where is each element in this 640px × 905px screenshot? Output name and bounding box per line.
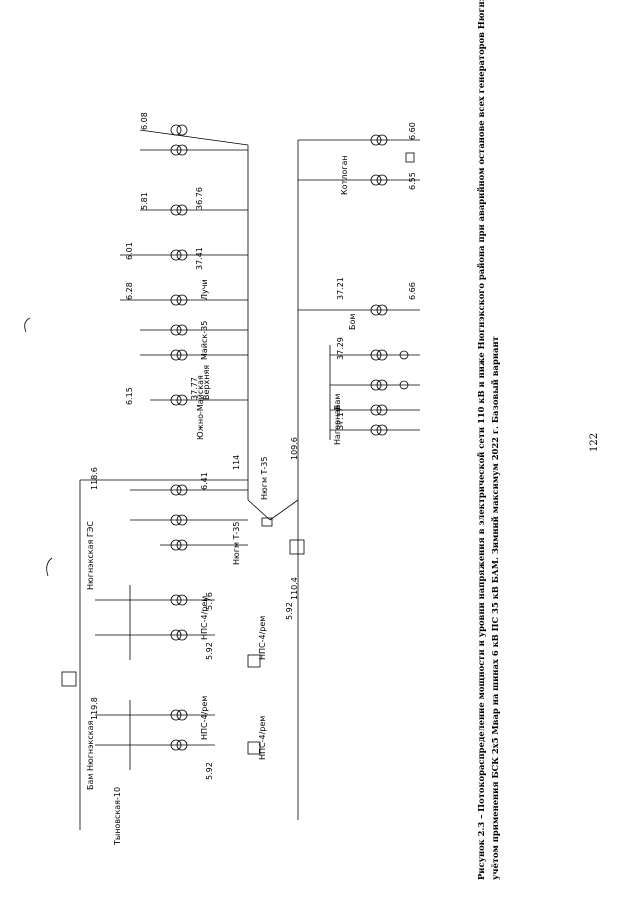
branch-group-right	[298, 134, 420, 440]
voltage-label: 36.76	[195, 187, 204, 210]
label-nps-2: НПС-4/рем	[258, 715, 267, 760]
voltage-label: 5.92	[205, 762, 214, 780]
crop-mark	[24, 317, 31, 333]
figure-caption-line2: учётом применения БСК 2х5 Мвар на шинах …	[490, 336, 500, 880]
figure-caption-line1: Рисунок 2.3 – Потокораспределение мощнос…	[476, 0, 486, 880]
link-line	[247, 499, 271, 521]
switch-box	[247, 654, 261, 668]
voltage-label: 6.60	[408, 122, 417, 140]
label-bom: Бом	[348, 313, 357, 330]
page-number: 122	[589, 432, 600, 452]
voltage-label: 109.6	[290, 437, 299, 460]
voltage-label: 5.92	[285, 602, 294, 620]
switch-box	[61, 671, 77, 687]
label-bam-nyugnekskaya: Бам Нюгнэкская	[86, 720, 95, 790]
voltage-label: 5.76	[205, 592, 214, 610]
voltage-label: 37.77	[190, 377, 199, 400]
voltage-label: 37.21	[336, 277, 345, 300]
voltage-label: 119.8	[90, 697, 99, 720]
crop-mark	[46, 557, 53, 577]
voltage-label: 6.08	[140, 112, 149, 130]
voltage-label: 6.15	[125, 387, 134, 405]
voltage-label: 6.28	[125, 282, 134, 300]
voltage-label: 6.66	[408, 282, 417, 300]
label-kotlogan: Котлоган	[340, 155, 349, 195]
voltage-label: 6.01	[125, 242, 134, 260]
label-nyugm-2: Нюгм Т-35	[232, 521, 241, 565]
branch-group-left	[95, 585, 215, 770]
voltage-label: 37.41	[195, 247, 204, 270]
voltage-label: 37.17	[336, 407, 345, 430]
switch-box	[289, 539, 305, 555]
voltage-label: 110.4	[290, 577, 299, 600]
voltage-label: 5.92	[205, 642, 214, 660]
label-nyugnekskaya-ges: Нюгнэкская ГЭС	[86, 521, 95, 590]
voltage-label: 6.55	[408, 172, 417, 190]
switch-box	[247, 741, 261, 755]
voltage-label: 6.41	[200, 472, 209, 490]
label-tynovskaya: Тыновская-10	[113, 786, 122, 845]
label-nyugm: Нюгм Т-35	[260, 456, 269, 500]
voltage-label: 118.6	[90, 467, 99, 490]
branch-group-upper	[120, 124, 249, 406]
label-nps-1: НПС-4/рем	[258, 615, 267, 660]
voltage-label: 5.81	[140, 192, 149, 210]
label-maysk: Майск-35	[200, 320, 209, 360]
label-nps-4: НПС-4/рем	[200, 695, 209, 740]
switch-box	[261, 517, 273, 527]
voltage-label: 114	[232, 454, 241, 470]
branch-group-center	[130, 484, 248, 551]
voltage-label: 37.29	[336, 337, 345, 360]
label-luchi: Лучи	[200, 279, 209, 300]
